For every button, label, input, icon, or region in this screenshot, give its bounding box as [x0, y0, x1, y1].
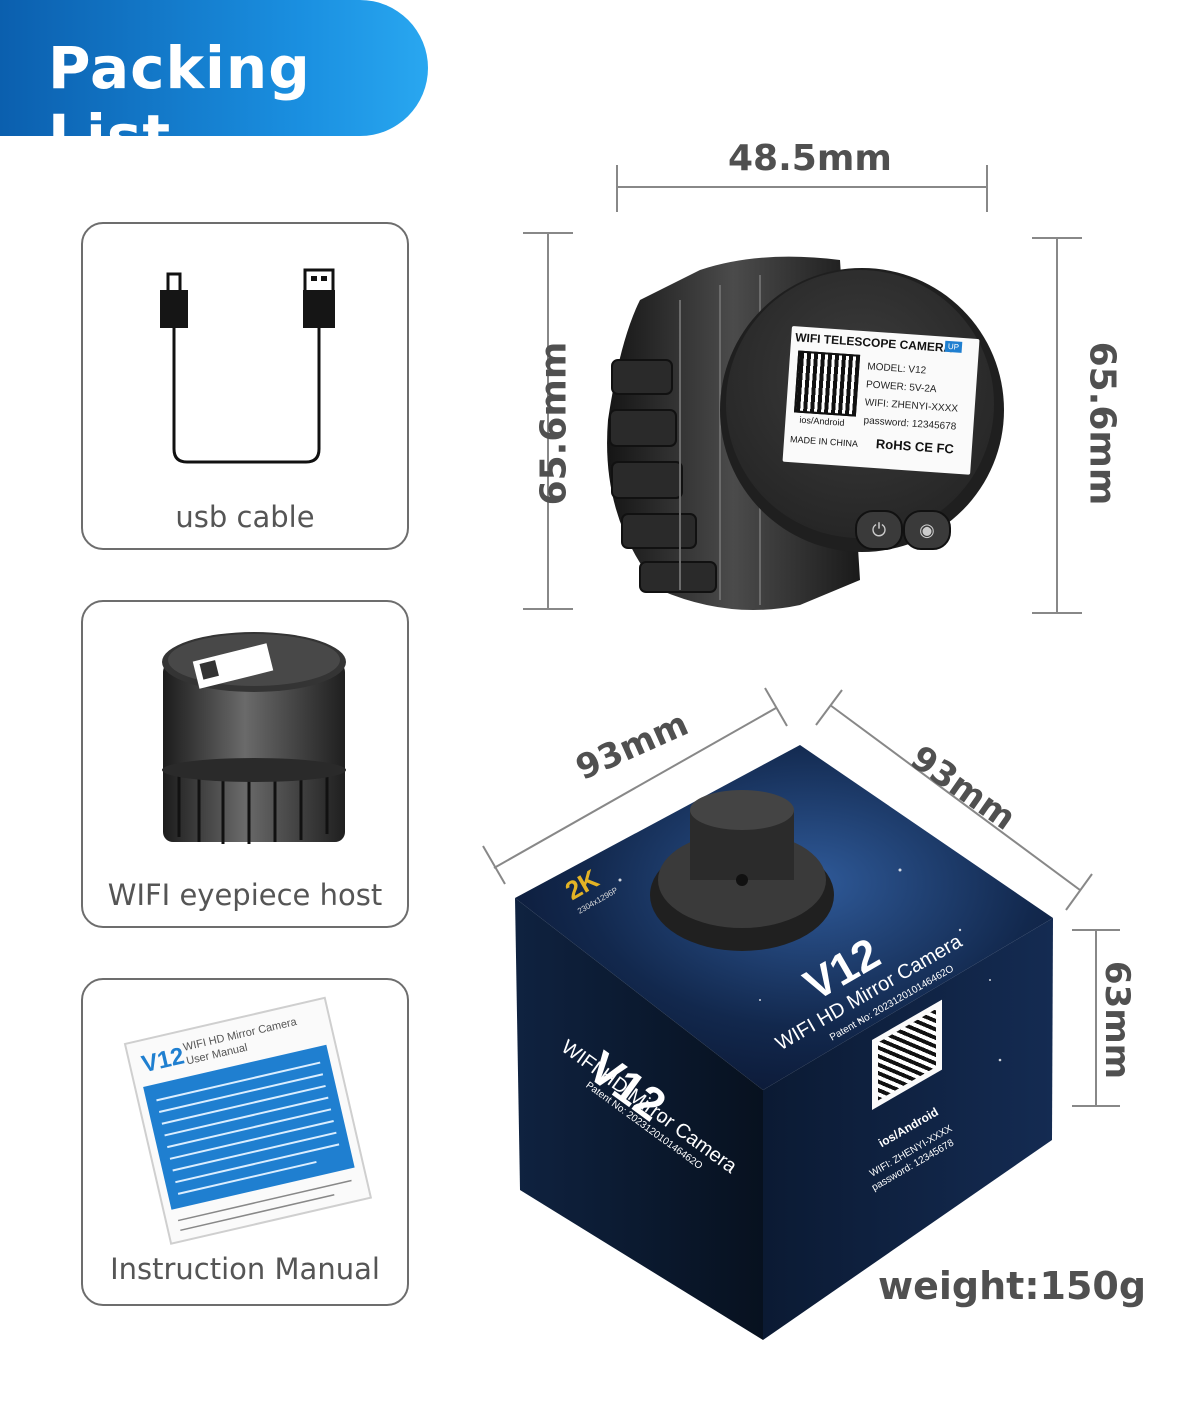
item-card-instruction-manual: V12 WIFI HD Mirror Camera User Manual In…	[81, 978, 409, 1306]
wifi-button[interactable]: ◉	[903, 510, 951, 550]
power-button[interactable]: ⏻	[855, 510, 903, 550]
weight-label: weight:150g	[878, 1264, 1147, 1308]
header-banner: Packing List	[0, 0, 428, 170]
eyepiece-camera-icon	[162, 632, 346, 844]
manual-booklet-icon: V12 WIFI HD Mirror Camera User Manual	[123, 996, 373, 1245]
item-card-eyepiece-host: WIFI eyepiece host	[81, 600, 409, 928]
page-title: Packing List	[48, 34, 311, 170]
item-label: Instruction Manual	[110, 1252, 380, 1286]
item-card-usb-cable: usb cable	[81, 222, 409, 550]
camera-width-label: 48.5mm	[728, 138, 892, 179]
wifi-icon: ◉	[919, 520, 935, 540]
usb-cable-icon	[160, 268, 335, 464]
item-label: usb cable	[175, 500, 315, 534]
power-icon: ⏻	[871, 520, 887, 540]
item-label: WIFI eyepiece host	[107, 878, 383, 912]
